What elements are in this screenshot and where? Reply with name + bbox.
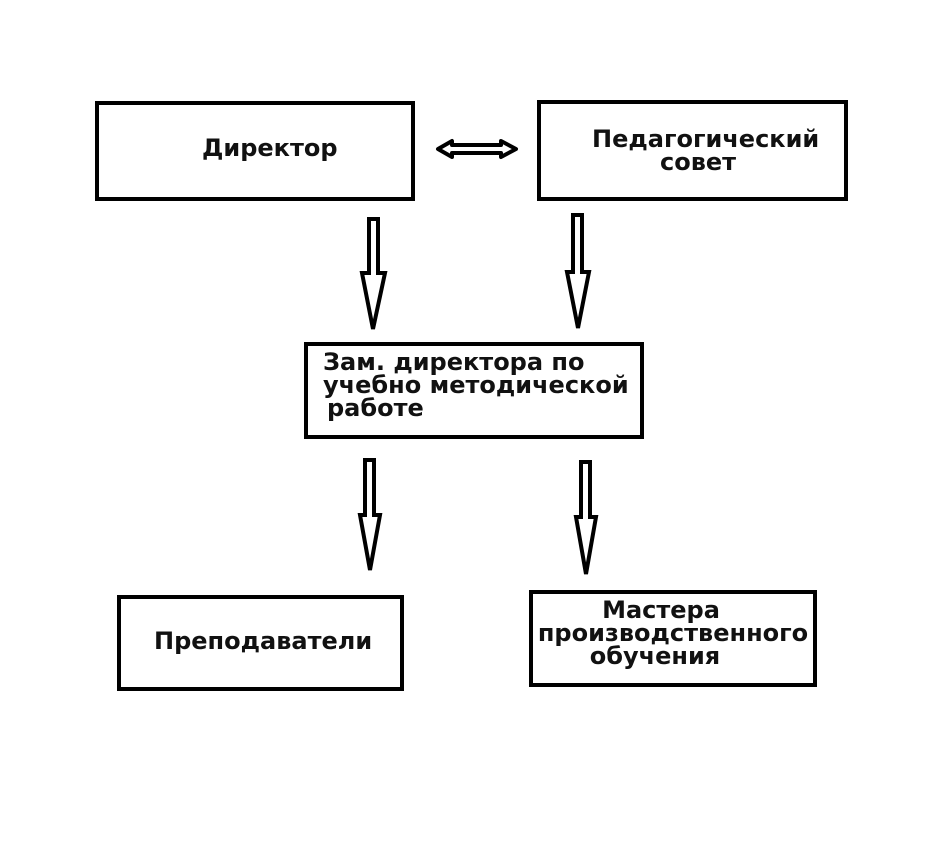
council-label-line-1: Педагогический <box>592 125 820 153</box>
node-pedagogical-council <box>537 100 848 201</box>
node-director <box>95 101 415 201</box>
masters-label-line-1: Мастера <box>602 596 720 624</box>
node-teachers-label: Преподаватели <box>154 627 373 655</box>
deputy-label-line-1: Зам. директора по <box>323 348 585 376</box>
teachers-label-line: Преподаватели <box>154 627 373 655</box>
deputy-label-line-2: учебно методической <box>323 371 629 399</box>
node-masters <box>529 590 817 687</box>
masters-label-line-3: обучения <box>589 642 721 670</box>
council-label-line-2: совет <box>660 148 737 176</box>
node-teachers <box>117 595 404 691</box>
arrow-deputy-to-teachers <box>357 458 383 571</box>
node-deputy-director <box>304 342 644 439</box>
deputy-label-line-3: работе <box>327 394 424 422</box>
node-pedagogical-council-label: Педагогический совет <box>592 125 820 176</box>
arrow-deputy-to-masters <box>573 460 599 575</box>
node-masters-label: Мастера производственного обучения <box>537 596 809 670</box>
director-label-line: Директор <box>202 134 338 162</box>
double-arrow-director-council <box>436 139 518 159</box>
node-director-label: Директор <box>202 134 338 162</box>
arrow-council-to-deputy <box>564 213 592 329</box>
masters-label-line-2: производственного <box>537 619 809 647</box>
arrow-director-to-deputy <box>359 217 388 330</box>
node-deputy-director-label: Зам. директора по учебно методической ра… <box>323 348 629 422</box>
